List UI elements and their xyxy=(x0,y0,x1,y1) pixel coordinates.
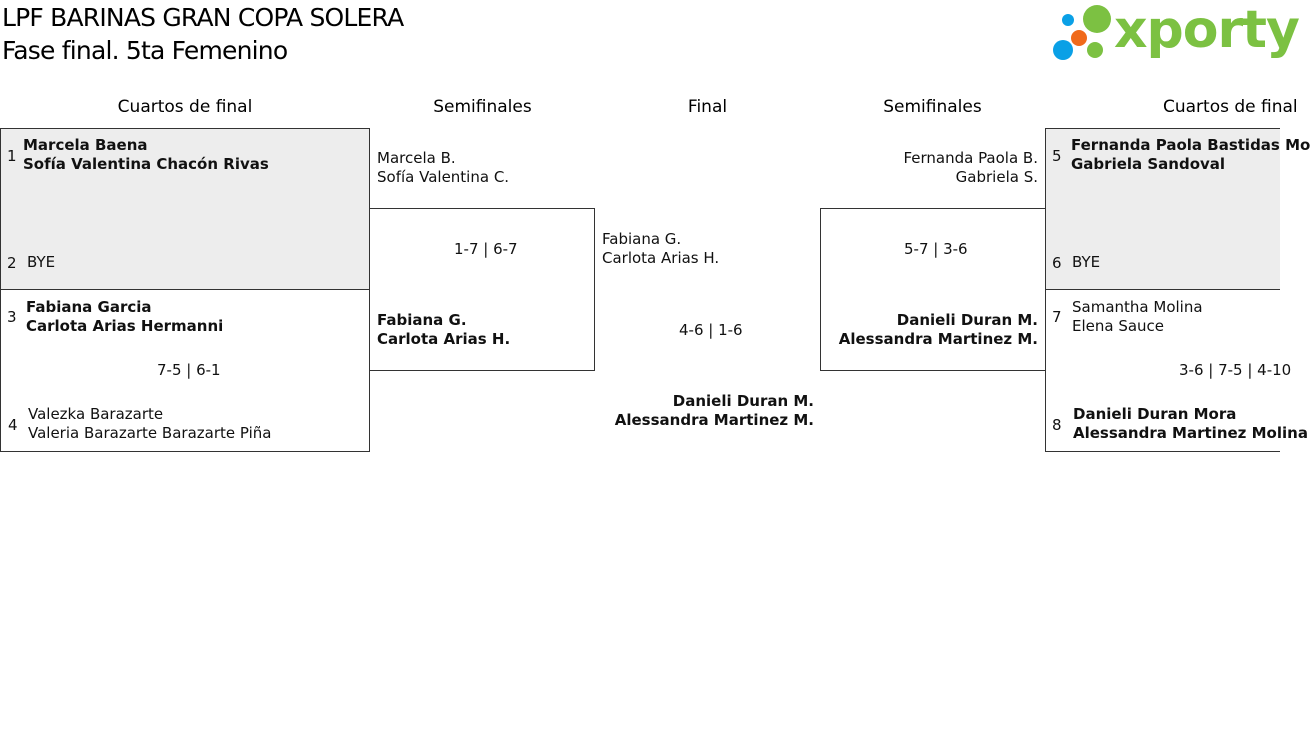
player-name: Fabiana G. xyxy=(377,311,467,329)
logo-dot-orange-icon xyxy=(1071,30,1087,46)
logo-text: xporty xyxy=(1114,0,1300,60)
player-name: Sofía Valentina Chacón Rivas xyxy=(23,155,269,173)
player-name: Valezka Barazarte xyxy=(28,405,164,423)
player-name: Fabiana Garcia xyxy=(26,298,152,316)
seed-number: 1 xyxy=(7,147,17,165)
seed-number: 5 xyxy=(1052,147,1062,165)
match-score: 1-7 | 6-7 xyxy=(454,240,518,258)
col-right-quarters: Cuartos de final xyxy=(1163,97,1298,117)
player-name: Fernanda Paola Bastidas Mo xyxy=(1071,136,1310,154)
match-score: 5-7 | 3-6 xyxy=(904,240,968,258)
right-quarter-match-2[interactable] xyxy=(1045,289,1280,452)
logo-dot-green-icon xyxy=(1083,5,1111,33)
col-left-semis: Semifinales xyxy=(433,97,532,117)
player-name: Valeria Barazarte Barazarte Piña xyxy=(28,424,272,442)
page-subtitle: Fase final. 5ta Femenino xyxy=(2,36,288,65)
player-name: Samantha Molina xyxy=(1072,298,1203,316)
player-name: Danieli Duran Mora xyxy=(1073,405,1237,423)
player-name: Danieli Duran M. xyxy=(896,311,1038,329)
col-right-semis: Semifinales xyxy=(883,97,982,117)
player-name: Fernanda Paola B. xyxy=(903,149,1038,167)
player-name: Marcela Baena xyxy=(23,136,148,154)
left-semifinal-match[interactable] xyxy=(369,208,595,371)
player-name: Alessandra Martinez Molina xyxy=(1073,424,1308,442)
left-quarter-match-1[interactable] xyxy=(0,128,370,290)
seed-number: 6 xyxy=(1052,254,1062,272)
page-title: LPF BARINAS GRAN COPA SOLERA xyxy=(2,3,404,32)
player-name: Carlota Arias H. xyxy=(602,249,720,267)
col-left-quarters: Cuartos de final xyxy=(117,97,253,117)
player-name: Alessandra Martinez M. xyxy=(614,411,814,429)
final-score: 4-6 | 1-6 xyxy=(679,321,743,339)
player-name: Carlota Arias Hermanni xyxy=(26,317,224,335)
seed-number: 7 xyxy=(1052,308,1062,326)
match-score: 3-6 | 7-5 | 4-10 xyxy=(1179,361,1292,379)
seed-number: 2 xyxy=(7,254,17,272)
player-name: Alessandra Martinez M. xyxy=(838,330,1038,348)
right-quarter-match-1[interactable] xyxy=(1045,128,1280,290)
bye-label: BYE xyxy=(27,253,56,271)
player-name: Carlota Arias H. xyxy=(377,330,511,348)
bye-label: BYE xyxy=(1072,253,1101,271)
logo-dot-blue-small-icon xyxy=(1062,14,1074,26)
seed-number: 4 xyxy=(8,416,18,434)
logo-dot-green-small-icon xyxy=(1087,42,1103,58)
player-name: Danieli Duran M. xyxy=(672,392,814,410)
player-name: Gabriela S. xyxy=(955,168,1038,186)
logo-dot-blue-icon xyxy=(1053,40,1073,60)
seed-number: 3 xyxy=(7,308,17,326)
player-name: Marcela B. xyxy=(377,149,456,167)
xporty-logo: xporty xyxy=(1050,0,1300,68)
col-final: Final xyxy=(687,97,728,117)
player-name: Elena Sauce xyxy=(1072,317,1165,335)
player-name: Gabriela Sandoval xyxy=(1071,155,1226,173)
player-name: Sofía Valentina C. xyxy=(377,168,510,186)
seed-number: 8 xyxy=(1052,416,1062,434)
match-score: 7-5 | 6-1 xyxy=(157,361,221,379)
player-name: Fabiana G. xyxy=(602,230,682,248)
